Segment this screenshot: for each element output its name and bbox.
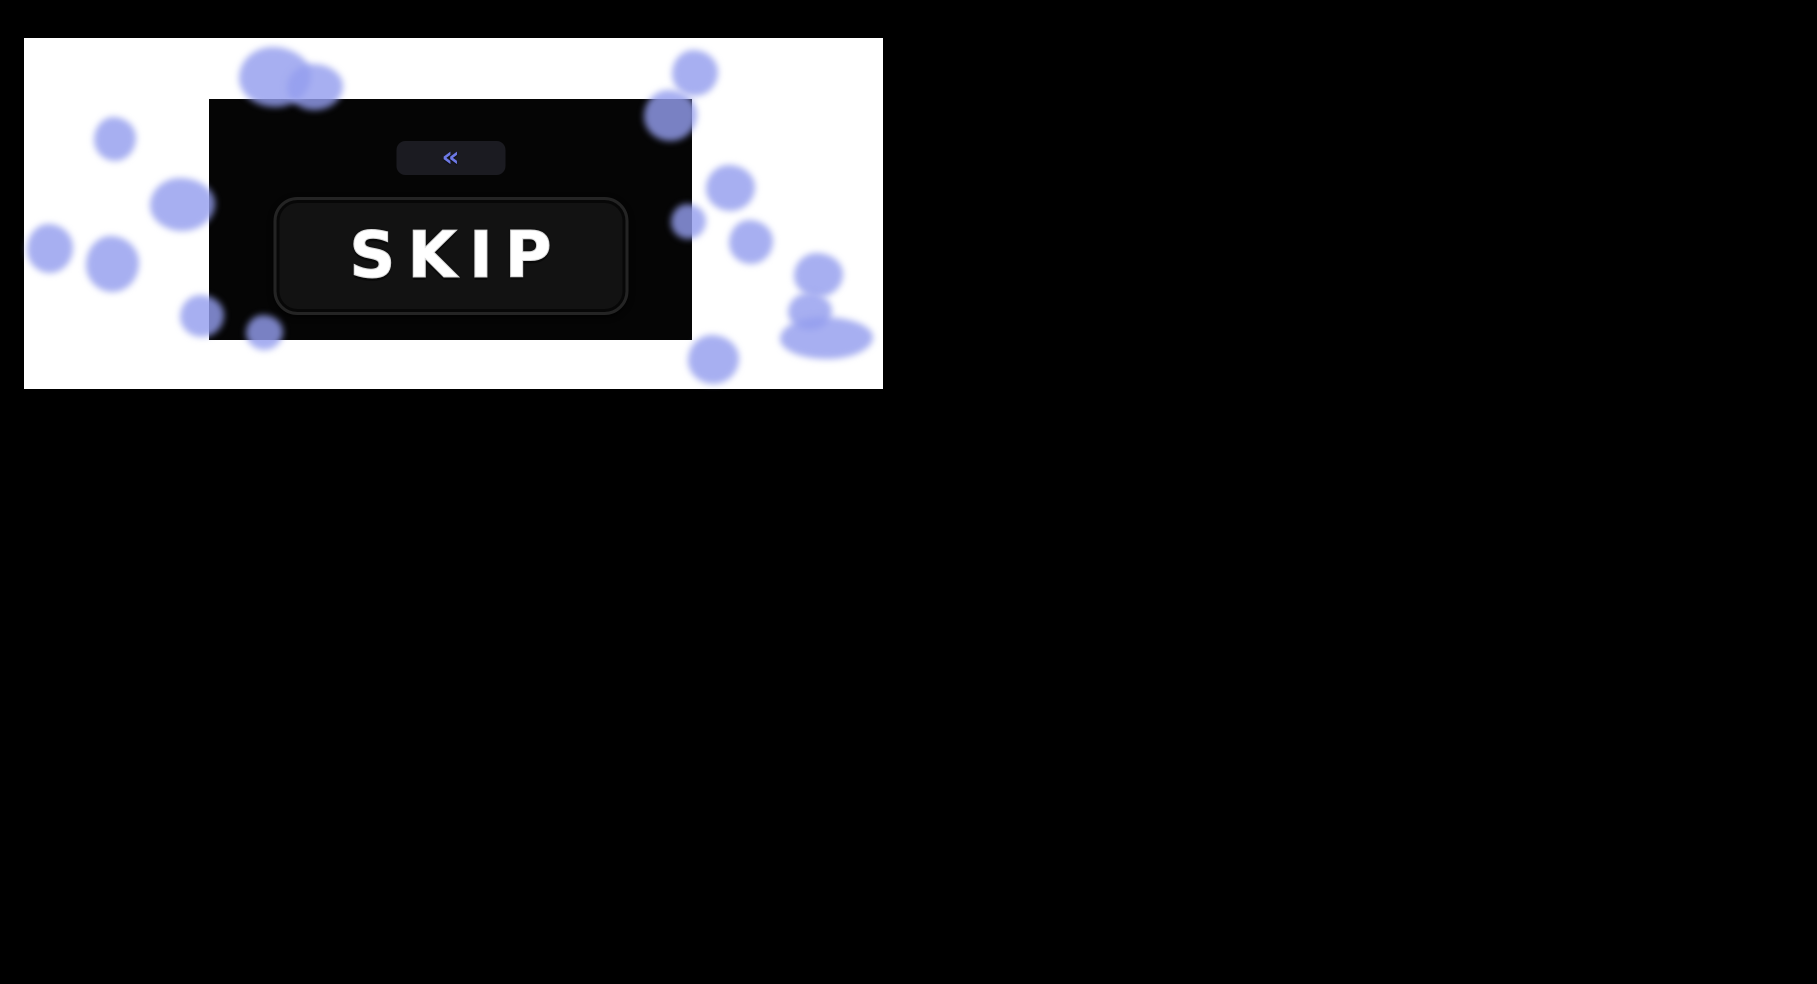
skip-button-label: SKIP [349, 219, 564, 294]
ad-dialog: « SKIP [209, 99, 692, 340]
ad-panel: « SKIP [24, 38, 883, 389]
double-chevron-left-icon: « [441, 139, 460, 173]
collapse-tab-button[interactable]: « [396, 141, 505, 175]
skip-button[interactable]: SKIP [273, 197, 628, 315]
